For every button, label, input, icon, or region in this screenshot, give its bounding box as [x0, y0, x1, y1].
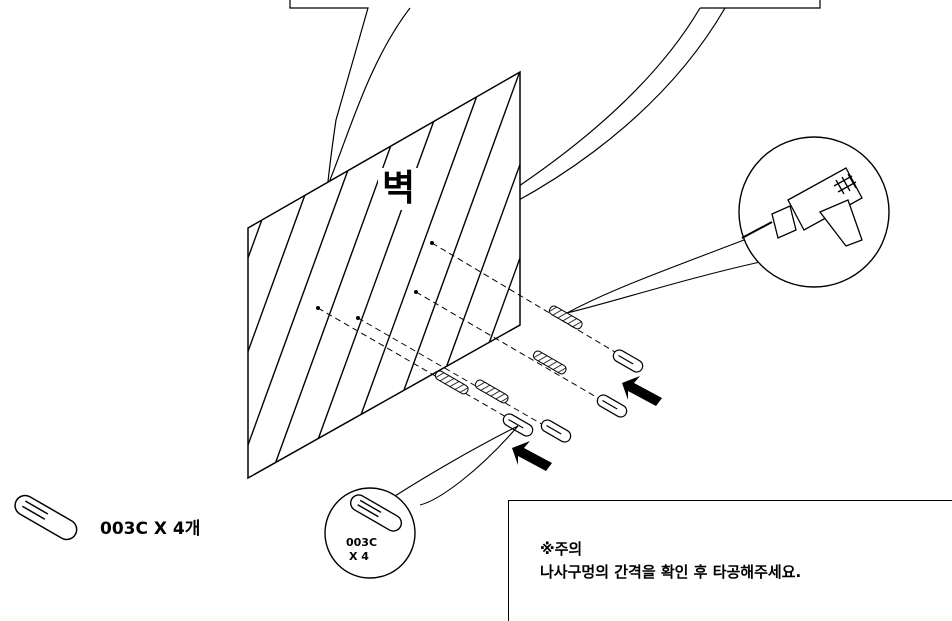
installation-diagram [0, 0, 890, 579]
wall-hatch-line [0, 60, 48, 500]
wall-hatch-line [295, 72, 457, 478]
zoom-part-count: X 4 [349, 550, 369, 563]
part-quantity-label: 003C X 4개 [100, 519, 201, 539]
guide-lines [317, 242, 621, 431]
anchor-plug-icon [14, 494, 78, 541]
zoom-part-code: 003C [346, 536, 378, 549]
wall [0, 60, 796, 500]
wall-hatch-line [248, 72, 253, 478]
wall-hatch-line [0, 60, 82, 500]
plug-magnifier [324, 425, 519, 579]
note-title: ※주의 [540, 540, 583, 558]
wall-hatch-line [0, 60, 150, 500]
wall-label: 벽 [378, 168, 420, 210]
wall-hatch-line [0, 60, 116, 500]
drill-magnifier [566, 136, 890, 314]
note-box [508, 500, 952, 621]
arrow-icon [512, 376, 662, 471]
anchor-plug-icon [502, 349, 644, 443]
wall-hatch-line [636, 60, 796, 500]
drill-bit-icon [434, 305, 583, 404]
wall-hatch-line [568, 60, 728, 500]
note-text: 나사구멍의 간격을 확인 후 타공해주세요. [540, 563, 802, 581]
wall-hatch-line [24, 60, 184, 500]
drill-icon [741, 167, 863, 247]
wall-hatch-line [58, 60, 218, 500]
